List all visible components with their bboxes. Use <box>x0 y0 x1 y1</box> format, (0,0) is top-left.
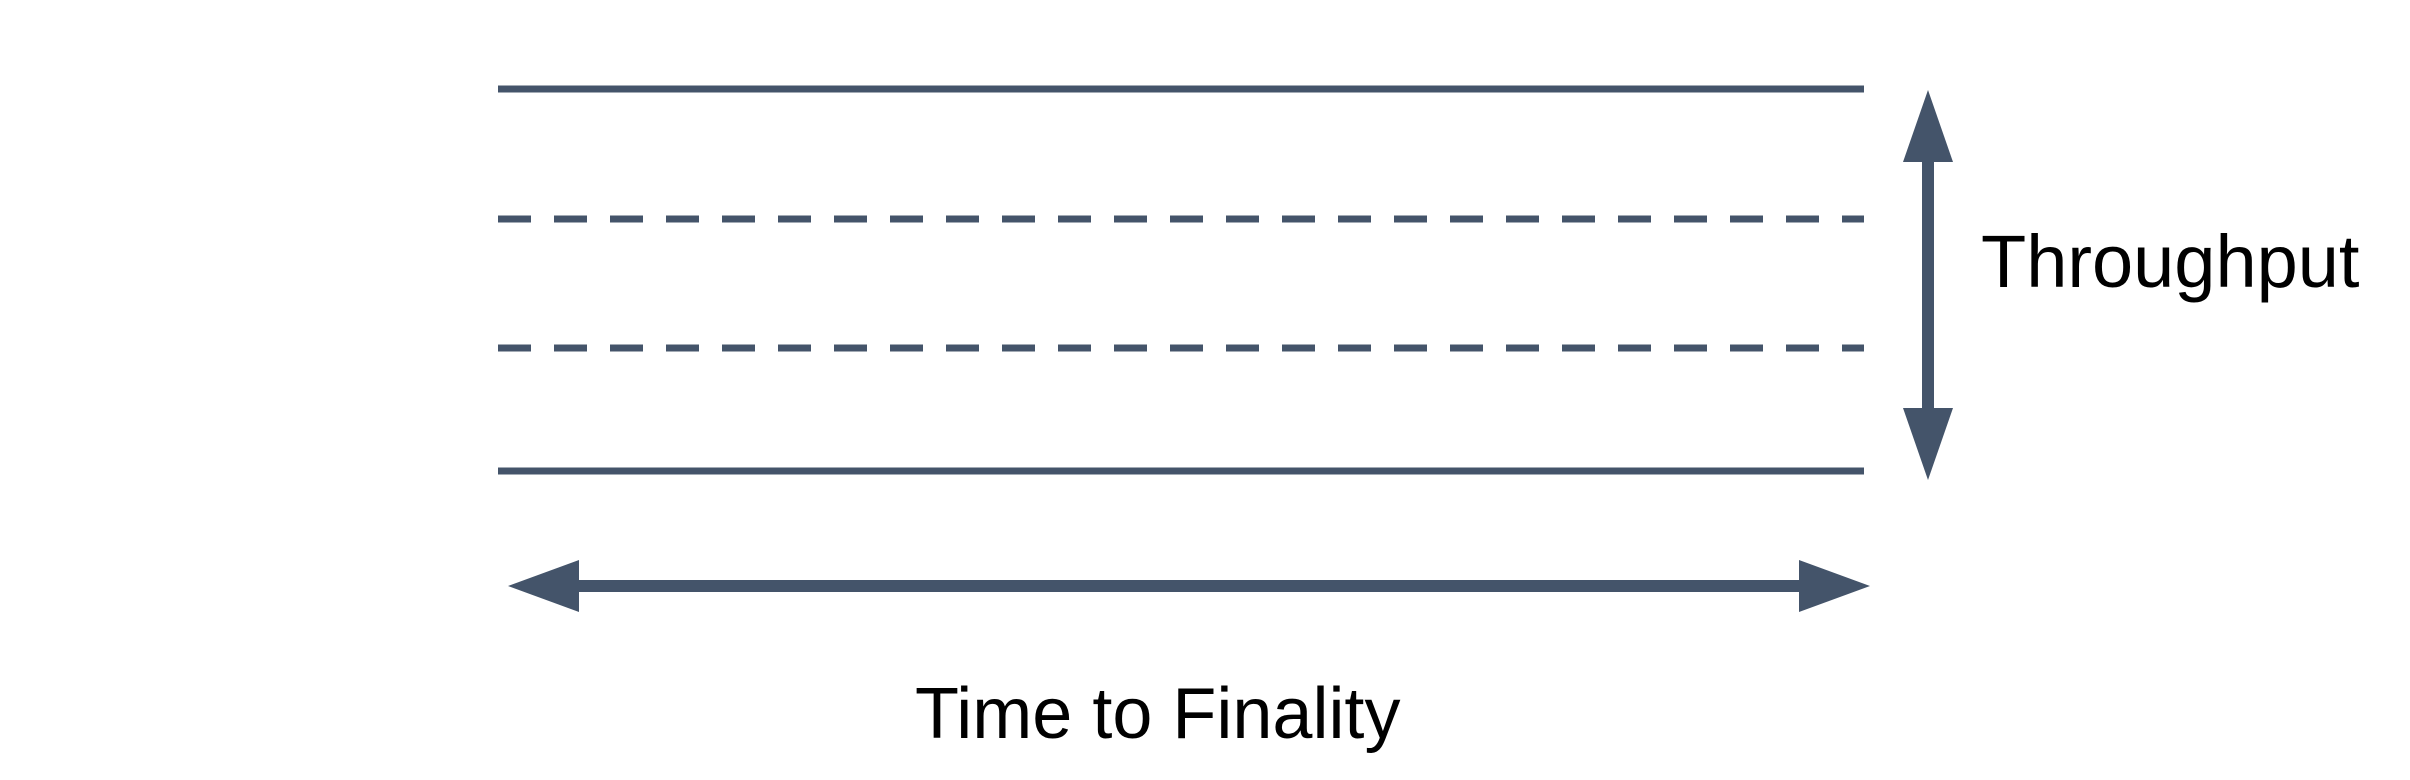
throughput-double-arrow <box>1903 90 1953 480</box>
finality-arrow-shaft <box>575 580 1803 592</box>
time-to-finality-double-arrow <box>508 560 1870 612</box>
lane-lines-group <box>498 85 1864 475</box>
finality-arrow-head-right <box>1799 560 1870 612</box>
throughput-arrow-shaft <box>1922 150 1934 420</box>
throughput-arrow-head-down <box>1903 408 1953 480</box>
finality-arrow-head-left <box>508 560 579 612</box>
throughput-arrow-head-up <box>1903 90 1953 162</box>
time-to-finality-axis-label: Time to Finality <box>915 674 1401 754</box>
throughput-axis-label: Throughput <box>1981 220 2360 303</box>
